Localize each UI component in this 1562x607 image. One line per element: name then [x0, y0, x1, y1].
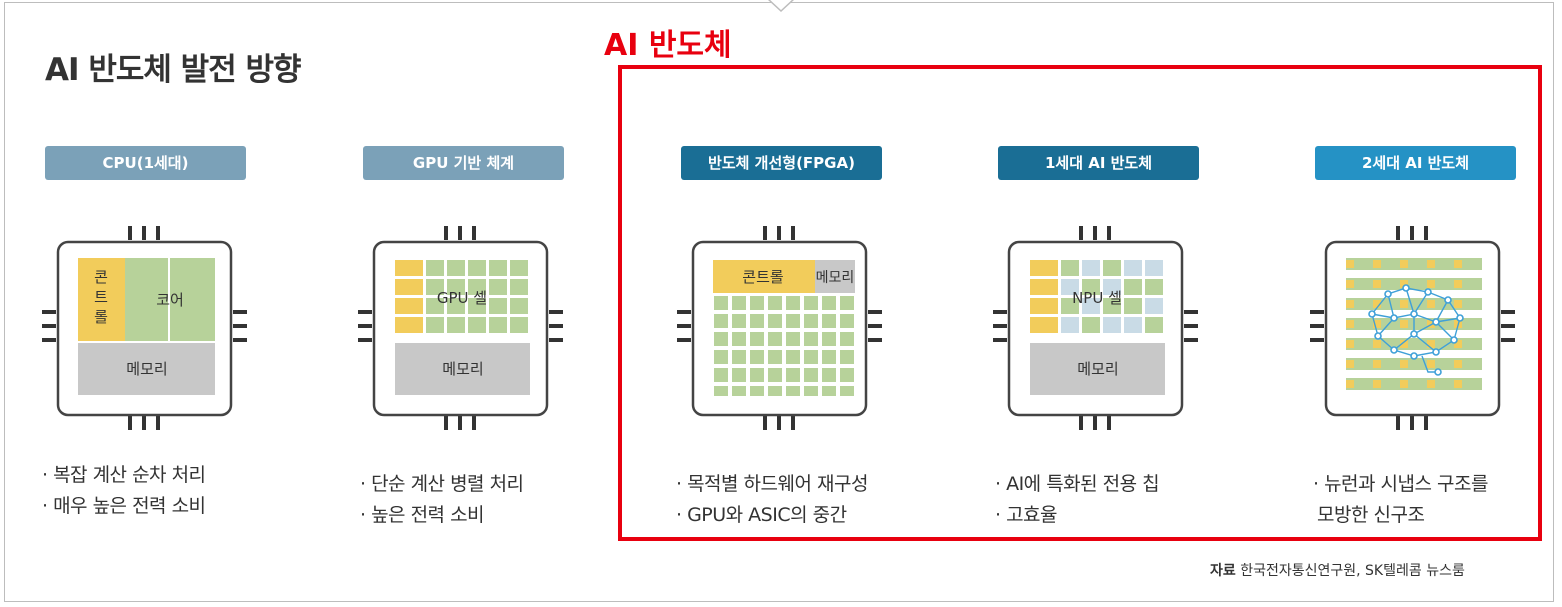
- memory-block: [395, 343, 530, 395]
- gpu-description: · 단순 계산 병렬 처리 · 높은 전력 소비: [360, 469, 524, 531]
- chip-pins: [42, 226, 247, 430]
- fpga-description: · 목적별 하드웨어 재구성 · GPU와 ASIC의 중간: [676, 469, 868, 531]
- memory-block: [1030, 343, 1165, 395]
- memory-label: 메모리: [126, 360, 167, 378]
- fpga-chip-diagram: 콘트롤 메모리: [677, 226, 882, 430]
- bullet-line: · 매우 높은 전력 소비: [42, 495, 206, 517]
- control-block: [713, 260, 815, 293]
- neuromorphic-chip-diagram: [1310, 226, 1515, 430]
- source-credit: 자료 한국전자통신연구원, SK텔레콤 뉴스룸: [1210, 560, 1465, 580]
- control-label: 콘트롤: [742, 268, 784, 286]
- npu-cell-grid: [1030, 260, 1163, 333]
- fpga-logic-grid: [714, 296, 854, 396]
- memory-block: [815, 260, 855, 293]
- stage-label-gpu: GPU 기반 체계: [363, 146, 564, 180]
- memory-label: 메모리: [1077, 360, 1118, 378]
- npu-cell-label: NPU 셀: [1072, 289, 1122, 307]
- cpu-description: · 복잡 계산 순차 처리 · 매우 높은 전력 소비: [42, 460, 206, 522]
- source-text: 한국전자통신연구원, SK텔레콤 뉴스룸: [1240, 563, 1465, 579]
- source-prefix: 자료: [1210, 563, 1236, 579]
- page-title: AI 반도체 발전 방향: [45, 52, 302, 88]
- ai-gen1-description: · AI에 특화된 전용 칩 · 고효율: [995, 469, 1160, 531]
- gpu-chip-diagram: GPU 셀 메모리: [358, 226, 563, 430]
- ai-semiconductor-highlight-box: [618, 65, 1542, 541]
- notch-marker: [768, 0, 794, 13]
- stage-label-ai-gen1: 1세대 AI 반도체: [998, 146, 1199, 180]
- memory-label: 메모리: [816, 270, 855, 286]
- control-block: [78, 258, 125, 341]
- ai-semiconductor-heading: AI 반도체: [604, 28, 732, 63]
- bullet-line: · AI에 특화된 전용 칩: [995, 473, 1160, 495]
- stage-label-fpga: 반도체 개선형(FPGA): [681, 146, 882, 180]
- bullet-line: · 단순 계산 병렬 처리: [360, 473, 524, 495]
- bullet-line: 모방한 신구조: [1317, 504, 1425, 526]
- core-label: 코어: [156, 291, 184, 309]
- bullet-line: · 복잡 계산 순차 처리: [42, 464, 206, 486]
- npu-chip-diagram: NPU 셀 메모리: [993, 226, 1198, 430]
- gpu-cell-grid: [395, 260, 528, 333]
- bullet-line: · 뉴런과 시냅스 구조를: [1313, 473, 1488, 495]
- bullet-line: · 높은 전력 소비: [360, 504, 485, 526]
- ai-gen2-description: · 뉴런과 시냅스 구조를 모방한 신구조: [1313, 469, 1488, 531]
- bullet-line: · GPU와 ASIC의 중간: [676, 504, 847, 526]
- bullet-line: · 고효율: [995, 504, 1058, 526]
- bullet-line: · 목적별 하드웨어 재구성: [676, 473, 868, 495]
- stage-label-ai-gen2: 2세대 AI 반도체: [1315, 146, 1516, 180]
- stage-label-cpu: CPU(1세대): [45, 146, 246, 180]
- neuro-core-rows: [1346, 258, 1482, 390]
- memory-block: [78, 343, 215, 395]
- gpu-cell-label: GPU 셀: [437, 289, 487, 307]
- memory-label: 메모리: [442, 360, 483, 378]
